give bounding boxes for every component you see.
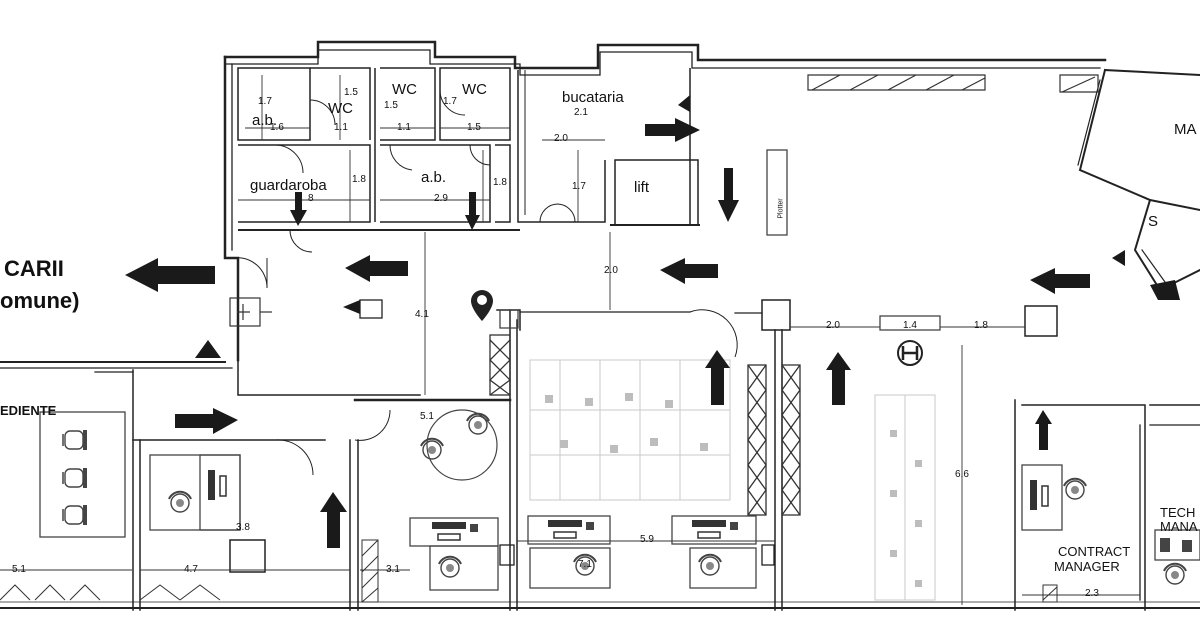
dim: 2.9	[434, 193, 448, 204]
dim: 7.1	[578, 559, 592, 570]
room-label-comune: omune)	[0, 288, 80, 313]
dim: 2.0	[554, 133, 568, 144]
dim: 4.7	[184, 564, 198, 575]
label-plotter: Plotter	[777, 198, 785, 219]
dim: 8	[308, 193, 314, 204]
dim: 2.1	[574, 107, 588, 118]
dim: 1.1	[334, 122, 348, 133]
dim: 1.5	[384, 100, 398, 111]
dim: 4.1	[415, 309, 429, 320]
room-label-tech-1: TECH	[1160, 505, 1196, 520]
dim: 5.9	[640, 534, 654, 545]
room-label-contract-1: CONTRACT	[1058, 544, 1131, 559]
dim: 1.1	[397, 122, 411, 133]
dim: 5.1	[12, 564, 26, 575]
room-label-bucataria: bucataria	[562, 89, 624, 106]
dim: 1.7	[572, 181, 586, 192]
hatched-blocks	[0, 539, 1058, 603]
room-label-contract-2: MANAGER	[1054, 559, 1120, 574]
dim: 1.7	[258, 96, 272, 107]
desks	[39, 149, 1200, 591]
dim: 2.0	[826, 320, 840, 331]
dim: 3.8	[236, 522, 250, 533]
arrow-icon	[125, 95, 1180, 548]
room-label-wc-3: WC	[462, 81, 487, 98]
dim: 5.1	[420, 411, 434, 422]
room-label-ab-left: a.b.	[252, 112, 278, 129]
service-walls	[231, 67, 738, 476]
open-space-faint	[529, 359, 936, 601]
dim: 1.4	[903, 320, 917, 331]
dim: 1.8	[974, 320, 988, 331]
dim: 1.7	[443, 96, 457, 107]
faint-chairs	[545, 393, 922, 587]
walls	[0, 40, 1200, 611]
helipad-icon	[897, 340, 923, 366]
room-label-wc-2: WC	[392, 81, 417, 98]
room-label-scari: CARII	[4, 256, 64, 281]
chairs	[62, 409, 1187, 585]
extinguisher-icon	[229, 297, 272, 327]
dim: 2.0	[604, 265, 618, 276]
dim: 1.8	[352, 174, 366, 185]
dim: 2.3	[1085, 588, 1099, 599]
room-label-tech-2: MANA	[1160, 519, 1198, 534]
room-label-s: S	[1148, 213, 1159, 230]
window-row	[807, 74, 1099, 93]
dim: 6.6	[955, 469, 969, 480]
glass-partition	[489, 334, 801, 516]
room-label-guardaroba: guardaroba	[250, 177, 327, 194]
dim: 1.6	[270, 122, 284, 133]
room-label-expediente: EDIENTE	[0, 403, 57, 418]
dim: 3.1	[386, 564, 400, 575]
dim: 1.5	[467, 122, 481, 133]
dimension-lines	[0, 75, 1140, 605]
desk-equipment	[207, 469, 1192, 552]
dim: 1.5	[344, 87, 358, 98]
room-label-wc-1: WC	[328, 100, 353, 117]
room-label-manager: MA	[1174, 121, 1197, 138]
room-label-ab-right: a.b.	[421, 169, 447, 186]
dim: 1.8	[493, 177, 507, 188]
room-label-lift: lift	[634, 179, 649, 196]
wifi-pin-icon	[471, 290, 493, 321]
